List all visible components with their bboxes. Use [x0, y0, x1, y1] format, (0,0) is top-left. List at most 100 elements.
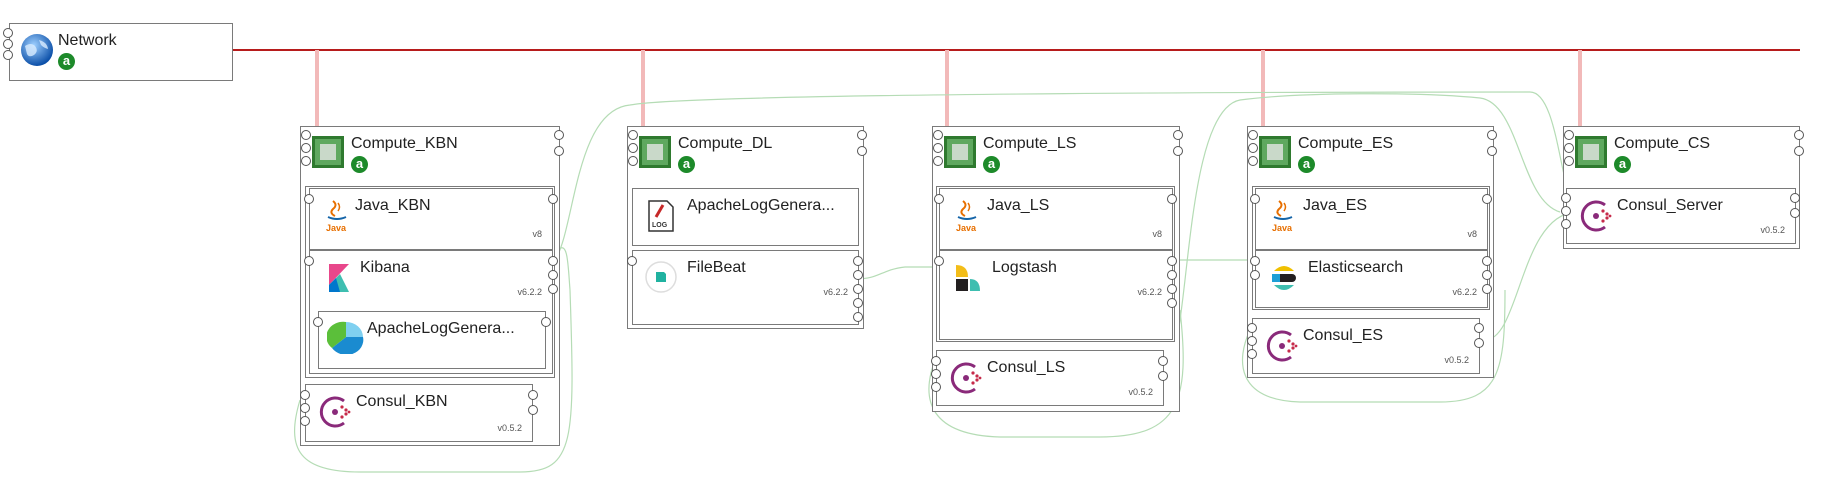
java-es-port[interactable] — [1250, 194, 1260, 204]
apache-kbn-node[interactable]: ApacheLogGenera... — [318, 311, 546, 369]
java-icon: Java — [956, 200, 977, 233]
java-kbn-version: v8 — [532, 229, 542, 239]
consul-ls-port[interactable] — [931, 382, 941, 392]
compute-ls-port[interactable] — [933, 156, 943, 166]
java-ls-node[interactable]: Java Java_LS v8 — [939, 188, 1173, 250]
kibana-version: v6.2.2 — [517, 287, 542, 297]
filebeat-port[interactable] — [853, 284, 863, 294]
consul-ls-port[interactable] — [1158, 356, 1168, 366]
apache-kbn-port[interactable] — [313, 317, 323, 327]
consul-ls-port[interactable] — [931, 369, 941, 379]
logstash-port[interactable] — [1167, 298, 1177, 308]
elasticsearch-port[interactable] — [1250, 270, 1260, 280]
java-ls-port[interactable] — [934, 194, 944, 204]
compute-ls-port[interactable] — [1173, 146, 1183, 156]
compute-ls-port[interactable] — [933, 143, 943, 153]
consul-server-port[interactable] — [1561, 219, 1571, 229]
elasticsearch-port[interactable] — [1250, 256, 1260, 266]
consul-server-port[interactable] — [1561, 206, 1571, 216]
compute-es-port[interactable] — [1487, 146, 1497, 156]
kibana-port[interactable] — [304, 256, 314, 266]
consul-ls-port[interactable] — [931, 356, 941, 366]
java-kbn-port[interactable] — [548, 194, 558, 204]
logstash-node[interactable]: Logstash v6.2.2 — [939, 250, 1173, 340]
filebeat-node[interactable]: FileBeat v6.2.2 — [632, 250, 859, 325]
consul-kbn-port[interactable] — [528, 390, 538, 400]
network-node[interactable]: Network a — [9, 23, 233, 81]
compute-cs-port[interactable] — [1564, 130, 1574, 140]
network-drops — [315, 50, 1582, 126]
compute-es-label: Compute_ES — [1298, 135, 1394, 152]
kibana-port[interactable] — [548, 270, 558, 280]
consul-kbn-node[interactable]: Consul_KBN v0.5.2 — [305, 384, 533, 442]
consul-es-port[interactable] — [1474, 323, 1484, 333]
consul-es-port[interactable] — [1474, 338, 1484, 348]
filebeat-port[interactable] — [627, 256, 637, 266]
compute-es-port[interactable] — [1487, 130, 1497, 140]
compute-es-status-badge: a — [1298, 156, 1315, 173]
compute-kbn-port[interactable] — [301, 130, 311, 140]
network-port[interactable] — [3, 28, 13, 38]
compute-dl-port[interactable] — [628, 143, 638, 153]
consul-server-port[interactable] — [1790, 193, 1800, 203]
elasticsearch-node[interactable]: Elasticsearch v6.2.2 — [1255, 250, 1488, 308]
consul-kbn-port[interactable] — [300, 416, 310, 426]
kibana-port[interactable] — [548, 284, 558, 294]
consul-ls-port[interactable] — [1158, 371, 1168, 381]
filebeat-port[interactable] — [853, 270, 863, 280]
compute-ls-port[interactable] — [1173, 130, 1183, 140]
compute-cs-port[interactable] — [1564, 143, 1574, 153]
compute-ls-port[interactable] — [933, 130, 943, 140]
globe-icon — [21, 34, 53, 66]
consul-server-port[interactable] — [1790, 208, 1800, 218]
compute-dl-port[interactable] — [857, 130, 867, 140]
filebeat-port[interactable] — [853, 298, 863, 308]
logstash-port[interactable] — [1167, 270, 1177, 280]
compute-kbn-port[interactable] — [554, 130, 564, 140]
compute-kbn-port[interactable] — [301, 156, 311, 166]
logstash-port[interactable] — [934, 256, 944, 266]
compute-es-port[interactable] — [1248, 143, 1258, 153]
filebeat-port[interactable] — [853, 312, 863, 322]
compute-dl-port[interactable] — [628, 130, 638, 140]
apache-dl-node[interactable]: LOG ApacheLogGenera... — [632, 188, 859, 246]
kibana-port[interactable] — [548, 256, 558, 266]
compute-cs-port[interactable] — [1794, 146, 1804, 156]
network-port[interactable] — [3, 39, 13, 49]
compute-cs-port[interactable] — [1564, 156, 1574, 166]
java-ls-port[interactable] — [1167, 194, 1177, 204]
consul-es-port[interactable] — [1247, 323, 1257, 333]
logstash-port[interactable] — [1167, 284, 1177, 294]
consul-kbn-port[interactable] — [300, 390, 310, 400]
compute-es-port[interactable] — [1248, 156, 1258, 166]
compute-kbn-port[interactable] — [554, 146, 564, 156]
compute-cs-port[interactable] — [1794, 130, 1804, 140]
java-es-node[interactable]: Java Java_ES v8 — [1255, 188, 1488, 250]
java-ls-version: v8 — [1152, 229, 1162, 239]
consul-server-port[interactable] — [1561, 193, 1571, 203]
java-kbn-port[interactable] — [304, 194, 314, 204]
filebeat-icon — [645, 261, 677, 293]
consul-kbn-port[interactable] — [300, 403, 310, 413]
consul-ls-node[interactable]: Consul_LS v0.5.2 — [936, 350, 1164, 406]
apache-kbn-port[interactable] — [541, 317, 551, 327]
elasticsearch-port[interactable] — [1482, 284, 1492, 294]
consul-server-node[interactable]: Consul_Server v0.5.2 — [1566, 188, 1796, 244]
compute-kbn-port[interactable] — [301, 143, 311, 153]
filebeat-label: FileBeat — [687, 259, 746, 276]
compute-kbn-label: Compute_KBN — [351, 135, 458, 152]
consul-kbn-port[interactable] — [528, 405, 538, 415]
consul-es-port[interactable] — [1247, 349, 1257, 359]
java-es-port[interactable] — [1482, 194, 1492, 204]
logstash-port[interactable] — [1167, 256, 1177, 266]
network-port[interactable] — [3, 50, 13, 60]
filebeat-port[interactable] — [853, 256, 863, 266]
compute-dl-port[interactable] — [857, 146, 867, 156]
java-kbn-node[interactable]: Java Java_KBN v8 — [309, 188, 553, 250]
elasticsearch-port[interactable] — [1482, 256, 1492, 266]
compute-dl-port[interactable] — [628, 156, 638, 166]
consul-es-port[interactable] — [1247, 336, 1257, 346]
compute-es-port[interactable] — [1248, 130, 1258, 140]
consul-es-node[interactable]: Consul_ES v0.5.2 — [1252, 318, 1480, 374]
elasticsearch-port[interactable] — [1482, 270, 1492, 280]
